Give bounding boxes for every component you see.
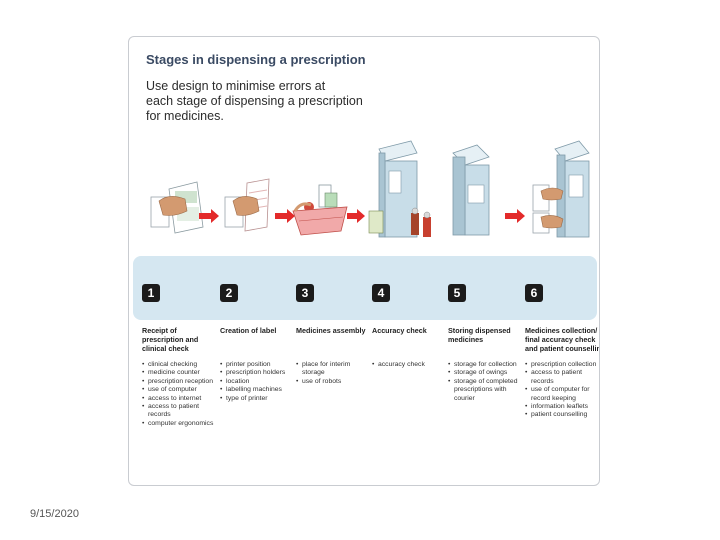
list-item: place for interim storage [296,361,364,378]
list-item: printer position [220,361,310,370]
list-item: storage of completed prescriptions with … [448,378,526,403]
arrow-icon [275,209,295,223]
list-item: access to patient records [142,403,218,420]
subtitle-line: each stage of dispensing a prescription [146,94,363,108]
stage-2-column: Creation of label printer position presc… [220,326,310,403]
list-item: access to internet [142,395,232,404]
stage-title: Receipt of prescription and clinical che… [142,326,199,353]
list-item: storage for collection [448,361,538,370]
list-item: use of robots [296,378,386,387]
accuracy-check-cabinet-illustration [368,140,431,238]
stage-4-column: Accuracy check accuracy check [372,326,462,370]
stage-title: Accuracy check [372,326,427,335]
prescription-illustration [150,181,204,234]
stage-title: Storing dispensed medicines [448,326,511,344]
stage-number-1: 1 [142,284,160,302]
stage-number-3: 3 [296,284,314,302]
arrow-icon [505,209,525,223]
stage-items: printer position prescription holders lo… [220,361,310,403]
stage-items: accuracy check [372,361,462,370]
list-item: location [220,378,310,387]
stage-illustrations [150,140,590,238]
diagram-panel: Stages in dispensing a prescription Use … [128,36,600,486]
stage-items: storage for collection storage of owings… [448,361,538,403]
storage-cabinet-illustration [452,144,490,236]
stage-number-2: 2 [220,284,238,302]
stage-title: Creation of label [220,326,277,335]
stage-5-column: Storing dispensed medicines storage for … [448,326,538,403]
list-item: accuracy check [372,361,462,370]
slide-date: 9/15/2020 [30,508,79,520]
stage-3-column: Medicines assembly place for interim sto… [296,326,386,387]
arrow-icon [199,209,219,223]
stage-title: Medicines assembly [296,326,366,335]
list-item: use of computer for record keeping [525,386,597,403]
subtitle-line: Use design to minimise errors at [146,79,326,93]
medicines-basket-illustration [292,184,348,236]
stage-number-band [133,256,597,320]
stage-items: prescription collection access to patien… [525,361,599,420]
list-item: use of computer [142,386,232,395]
list-item: storage of owings [448,369,538,378]
collection-illustration [532,140,590,238]
list-item: clinical checking [142,361,232,370]
list-item: information leaflets [525,403,599,412]
list-item: medicine counter [142,369,232,378]
list-item: prescription reception [142,378,232,387]
stage-title: Medicines collection/ final accuracy che… [525,326,600,353]
list-item: patient counselling [525,411,599,420]
list-item: computer ergonomics [142,420,232,429]
list-item: prescription holders [220,369,310,378]
stage-number-5: 5 [448,284,466,302]
stage-number-4: 4 [372,284,390,302]
stage-number-6: 6 [525,284,543,302]
arrow-icon [347,209,365,223]
list-item: prescription collection [525,361,599,370]
list-item: access to patient records [525,369,597,386]
subtitle-line: for medicines. [146,109,224,123]
list-item: type of printer [220,395,310,404]
diagram-title: Stages in dispensing a prescription [146,52,366,67]
label-illustration [224,178,270,232]
stage-1-column: Receipt of prescription and clinical che… [142,326,232,429]
stage-6-column: Medicines collection/ final accuracy che… [525,326,599,420]
stage-items: clinical checking medicine counter presc… [142,361,232,429]
diagram-subtitle: Use design to minimise errors at each st… [146,79,363,124]
stage-items: place for interim storage use of robots [296,361,386,387]
list-item: labelling machines [220,386,310,395]
